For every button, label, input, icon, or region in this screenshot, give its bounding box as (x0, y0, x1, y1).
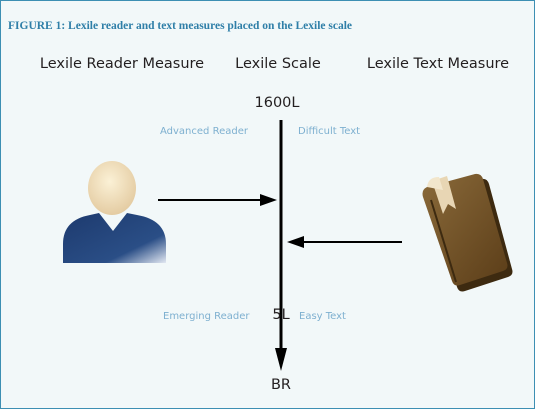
advanced-reader-label: Advanced Reader (160, 126, 248, 137)
scale-5l-label: 5L (272, 307, 290, 323)
person-icon (63, 161, 166, 263)
reader-arrowhead (260, 194, 277, 206)
header-reader-measure: Lexile Reader Measure (39, 56, 205, 72)
header-text-measure: Lexile Text Measure (366, 56, 510, 72)
text-arrowhead (287, 236, 304, 248)
figure-title: FIGURE 1: Lexile reader and text measure… (8, 20, 353, 32)
emerging-reader-label: Emerging Reader (163, 311, 250, 322)
easy-text-label: Easy Text (299, 311, 346, 322)
book-icon (422, 173, 513, 292)
header-lexile-scale: Lexile Scale (235, 56, 321, 72)
difficult-text-label: Difficult Text (298, 126, 361, 137)
scale-top-label: 1600L (254, 95, 300, 111)
scale-br-label: BR (270, 377, 292, 393)
scale-down-arrowhead (275, 348, 287, 371)
